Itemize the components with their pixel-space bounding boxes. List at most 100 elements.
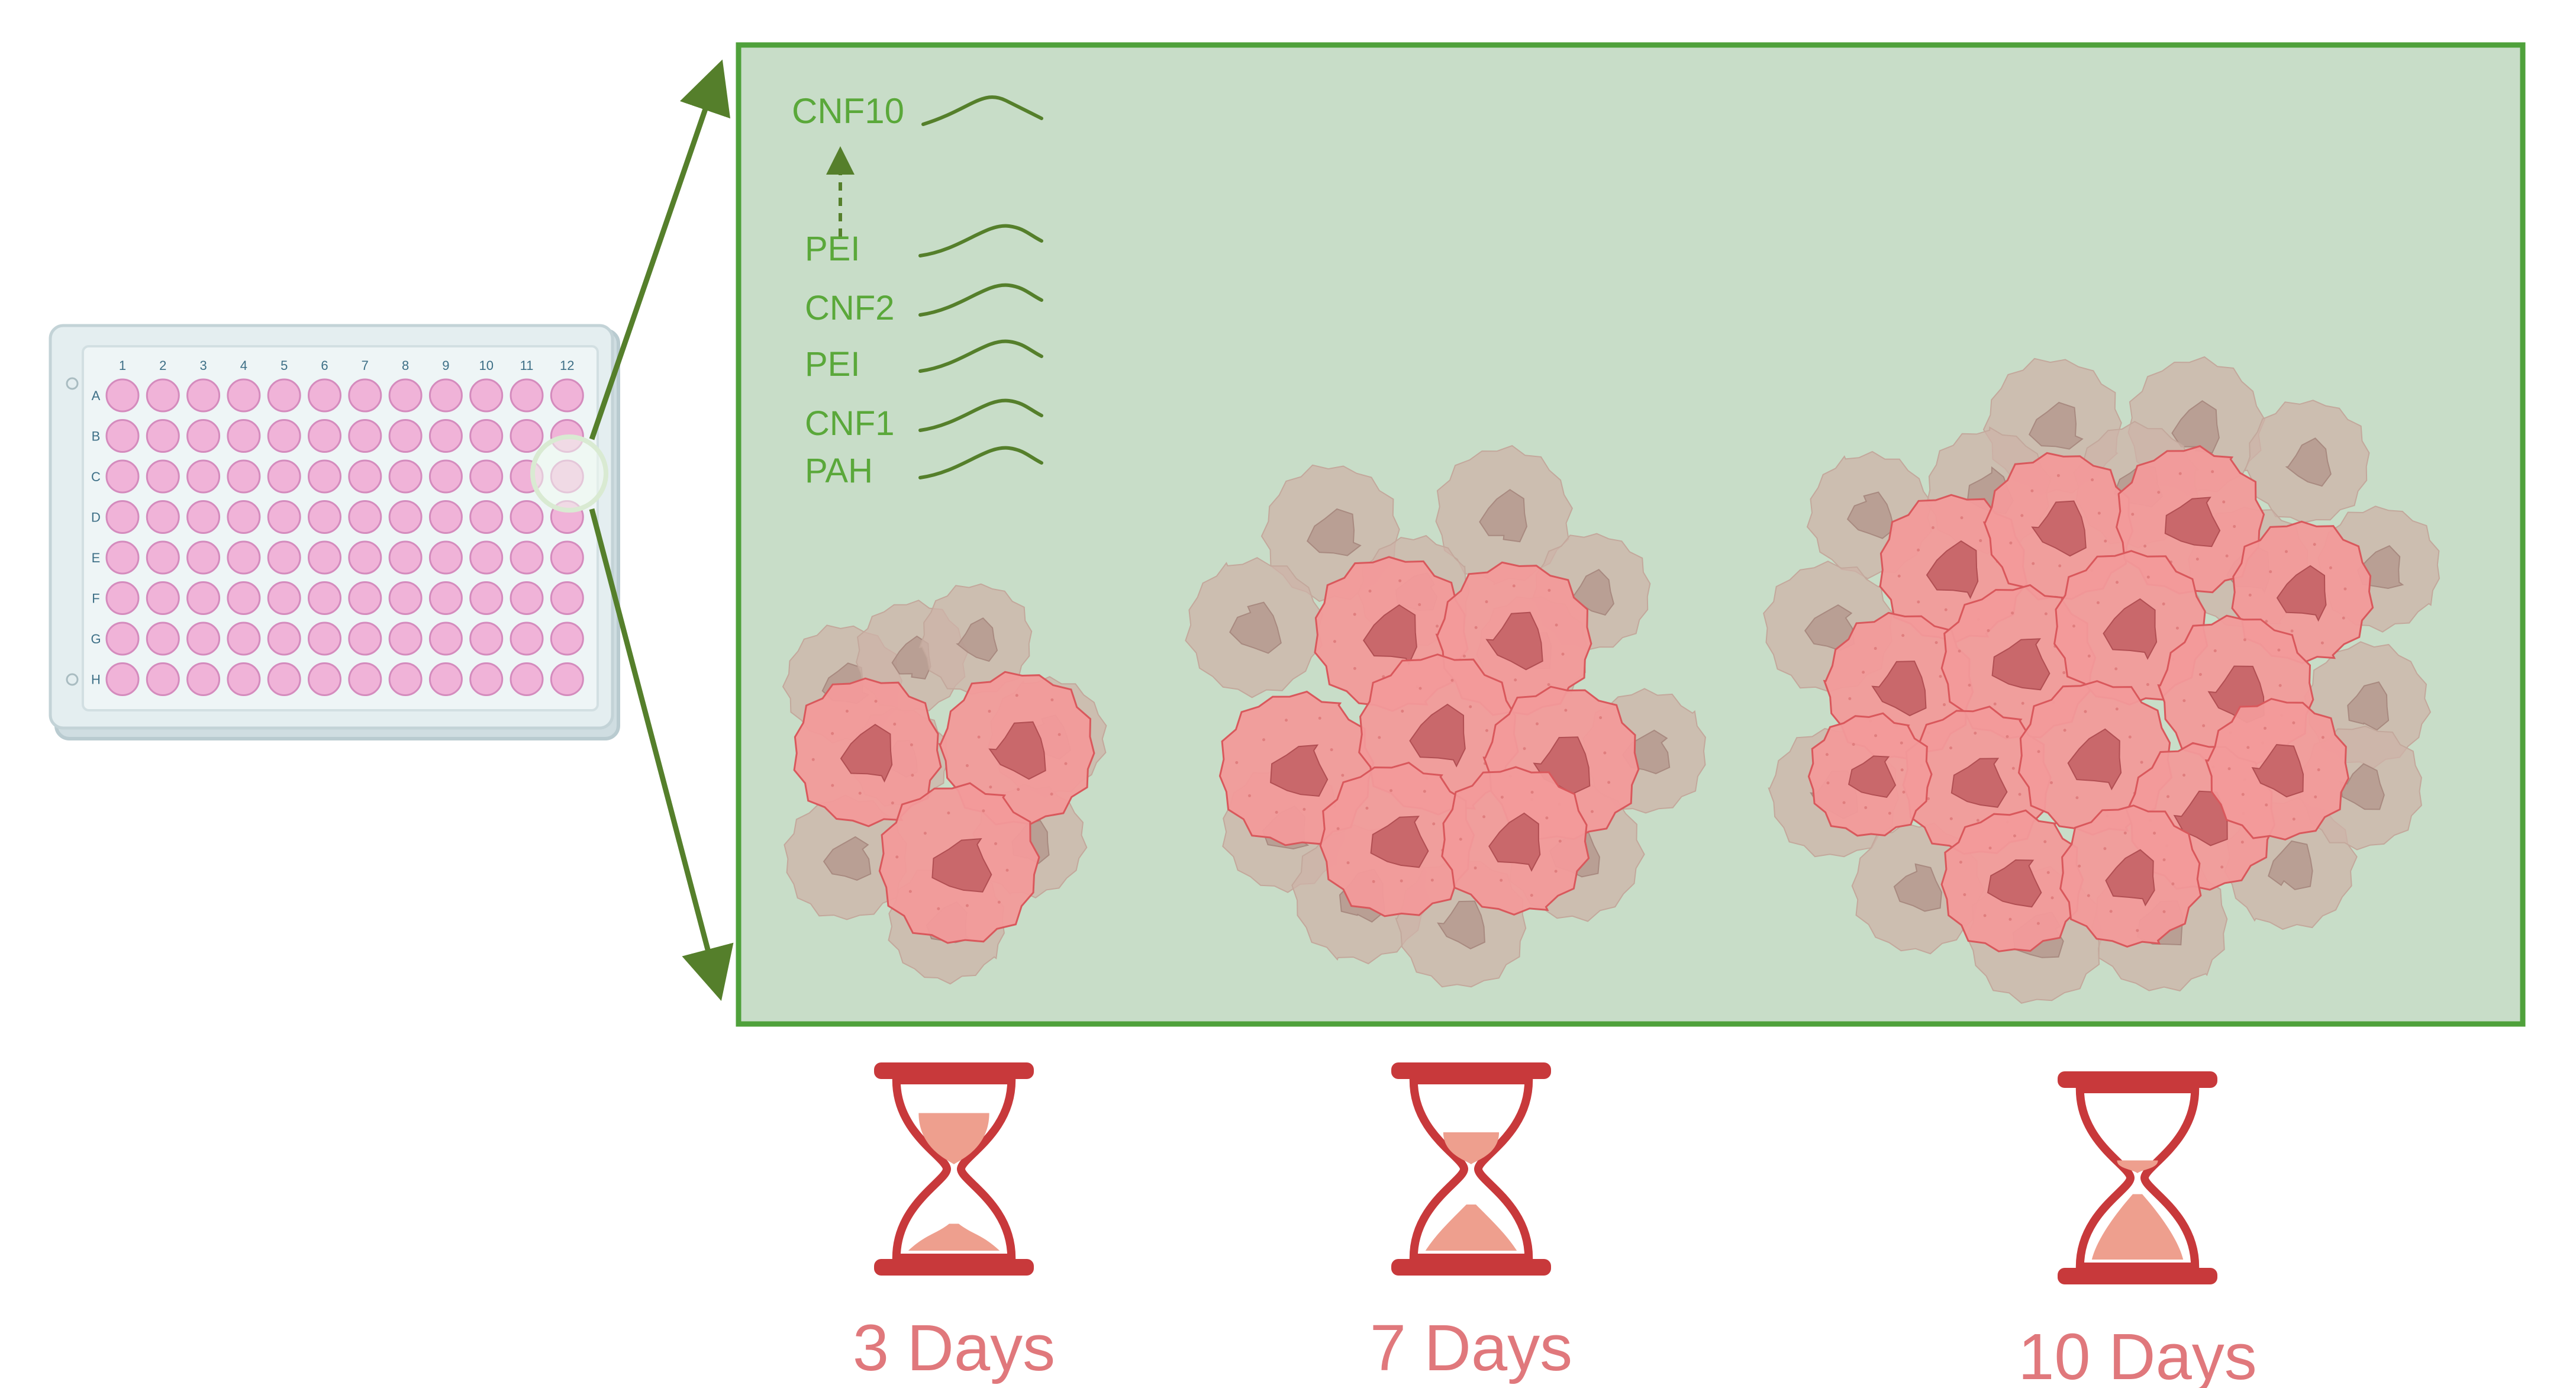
cell-granule xyxy=(997,900,1001,904)
plate-well xyxy=(105,662,140,696)
cell-nucleus xyxy=(1270,744,1329,797)
cell-granule xyxy=(2320,641,2324,645)
polymer-strand xyxy=(918,224,1043,257)
polymer-strand xyxy=(918,446,1043,479)
cell-granule xyxy=(1590,810,1594,813)
cell-granule xyxy=(911,774,914,777)
plate-well xyxy=(308,540,341,575)
plate-well xyxy=(550,581,584,615)
plate-well xyxy=(308,500,341,534)
plate-well xyxy=(227,621,261,656)
plate-marker-top xyxy=(66,377,79,390)
cell-granule xyxy=(1949,746,1953,750)
cell-granule xyxy=(1474,626,1478,629)
cell-granule xyxy=(891,801,894,805)
cell-granule xyxy=(2175,626,2179,630)
cell-granule xyxy=(1979,539,1982,542)
plate-well xyxy=(227,581,261,615)
cell-granule xyxy=(2248,593,2252,597)
cell xyxy=(2204,698,2350,840)
zoom-arrow-bottom xyxy=(589,508,734,1001)
cell-granule xyxy=(2062,671,2066,674)
cell-granule xyxy=(1547,588,1551,592)
polymer-strand xyxy=(918,283,1043,317)
hourglass-bottom-cap xyxy=(2058,1268,2217,1284)
cell-granule xyxy=(2343,587,2347,591)
cell-granule xyxy=(1500,878,1503,882)
cell-granule xyxy=(1564,709,1568,712)
plate-row-label: E xyxy=(92,550,101,565)
cell-cluster-day3 xyxy=(782,583,1107,985)
cell-granule xyxy=(2018,793,2022,796)
plate-well xyxy=(267,459,301,494)
plate-well xyxy=(267,621,301,656)
cell-nucleus xyxy=(823,836,872,881)
cell-granule xyxy=(1545,816,1549,820)
cell-granule xyxy=(1547,683,1550,687)
layer-label: CNF1 xyxy=(805,404,894,443)
cell-nucleus xyxy=(2347,681,2390,731)
cell-granule xyxy=(1235,761,1239,764)
plate-well xyxy=(510,419,544,453)
cell-nucleus xyxy=(1987,859,2042,908)
plate-column-label: 6 xyxy=(321,358,328,373)
cell-granule xyxy=(2136,929,2139,932)
timepoint-label: 3 Days xyxy=(853,1312,1055,1384)
cell-granule xyxy=(1599,716,1603,720)
cell-nucleus xyxy=(1848,755,1897,798)
cell-nucleus xyxy=(2067,728,2122,791)
cell-granule xyxy=(2109,910,2113,913)
plate-well xyxy=(308,378,341,413)
polymer-strand xyxy=(921,95,1043,126)
plate-row-label: D xyxy=(91,510,101,525)
cell-granule xyxy=(893,722,897,726)
timepoint: 3 Days xyxy=(853,1062,1055,1384)
plate-column-label: 9 xyxy=(442,358,449,373)
cell-granule xyxy=(2115,707,2119,711)
cell-granule xyxy=(2265,803,2268,807)
plate-well xyxy=(146,419,180,453)
cell-granule xyxy=(2162,858,2166,862)
plate-well xyxy=(469,540,504,575)
cell-granule xyxy=(1988,846,1992,850)
cell-granule xyxy=(1064,762,1068,765)
cell-granule xyxy=(2269,570,2272,574)
background-cell xyxy=(1185,557,1324,698)
hourglass-top-cap xyxy=(2058,1071,2217,1088)
cell-granule xyxy=(858,791,862,795)
cell-granule xyxy=(1968,684,1971,687)
cell-granule xyxy=(2220,865,2224,869)
cell-granule xyxy=(811,758,815,761)
cell-nucleus xyxy=(931,838,992,893)
cell xyxy=(2059,804,2202,948)
cell-granule xyxy=(1983,914,1987,917)
cell-granule xyxy=(2146,575,2150,579)
timepoint-label: 7 Days xyxy=(1370,1312,1572,1384)
cell-granule xyxy=(1450,678,1454,682)
plate-well xyxy=(428,662,463,696)
cell-granule xyxy=(2056,474,2060,477)
cell-nucleus xyxy=(1485,611,1543,671)
plate-well xyxy=(388,500,423,534)
cell-granule xyxy=(874,700,878,703)
cell-granule xyxy=(989,785,992,789)
cell-nucleus xyxy=(1926,540,1979,600)
cell xyxy=(793,677,942,827)
cell-granule xyxy=(1462,654,1466,658)
cell-granule xyxy=(1400,879,1403,883)
cell-granule xyxy=(2114,667,2118,671)
cell-granule xyxy=(2006,735,2009,738)
cell-granule xyxy=(2046,871,2050,874)
plate-well xyxy=(105,500,140,534)
cell-granule xyxy=(2123,831,2127,835)
plate-well xyxy=(388,540,423,575)
cell-granule xyxy=(1401,709,1404,713)
cell-granule xyxy=(831,732,834,735)
plate-well xyxy=(469,500,504,534)
cell-nucleus xyxy=(2103,598,2158,660)
cell-granule xyxy=(1285,719,1288,722)
cell-granule xyxy=(1960,516,1964,520)
plate-well xyxy=(227,500,261,534)
